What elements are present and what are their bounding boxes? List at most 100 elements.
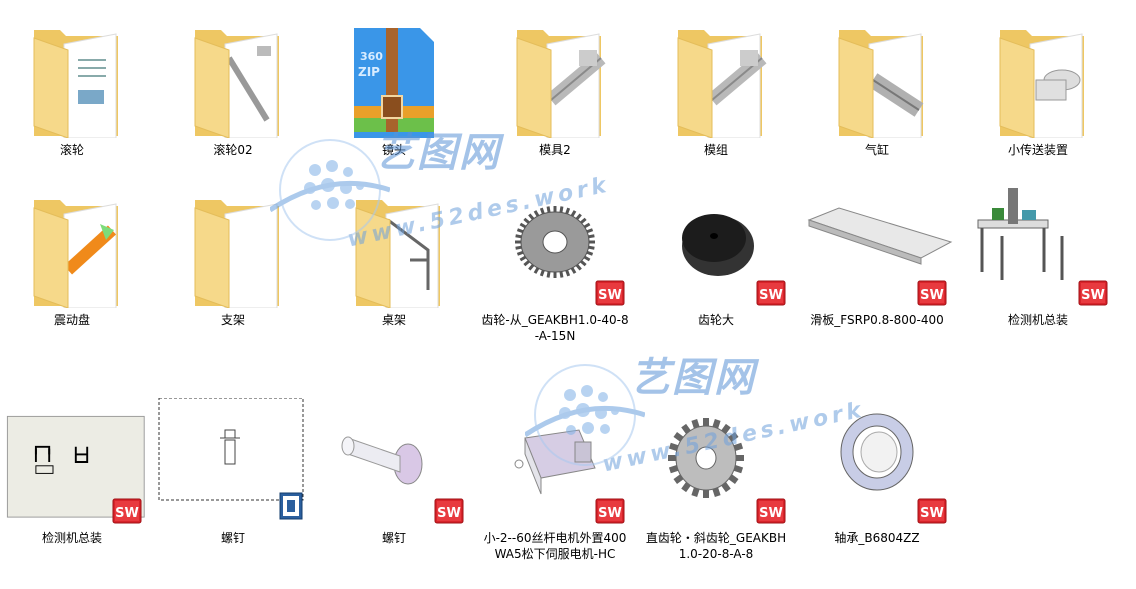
file-thumbnail[interactable] <box>318 180 470 308</box>
solidworks-icon: SW <box>434 498 464 524</box>
folder-icon <box>516 30 606 138</box>
solidworks-icon: SW <box>917 280 947 306</box>
file-thumbnail[interactable]: SW <box>479 398 631 526</box>
solidworks-icon: SW <box>595 498 625 524</box>
svg-text:SW: SW <box>920 288 944 303</box>
file-name: 震动盘 <box>53 313 90 327</box>
folder-icon <box>33 30 118 138</box>
gear-part-icon <box>682 214 754 276</box>
drawing-file-icon <box>279 492 303 520</box>
file-thumbnail[interactable] <box>0 180 148 308</box>
file-thumbnail[interactable] <box>157 180 309 308</box>
file-item[interactable]: 螺钉 <box>157 398 309 570</box>
file-thumbnail[interactable]: SW <box>318 398 470 526</box>
file-name: 齿轮大 <box>697 313 734 327</box>
drawing-preview-icon <box>158 398 304 501</box>
solidworks-icon: SW <box>1078 280 1108 306</box>
solidworks-icon: SW <box>756 498 786 524</box>
file-item[interactable]: SW 螺钉 <box>318 398 470 570</box>
file-name: 气缸 <box>864 143 889 157</box>
file-thumbnail[interactable] <box>157 10 309 138</box>
svg-text:SW: SW <box>759 288 783 303</box>
file-name: 小传送装置 <box>1007 143 1068 157</box>
svg-text:SW: SW <box>598 506 622 521</box>
file-name: 直齿轮・斜齿轮_GEAKBH1.0-20-8-A-8 <box>645 531 787 561</box>
folder-icon <box>355 200 440 308</box>
file-thumbnail[interactable] <box>479 10 631 138</box>
file-item[interactable]: SW 齿轮大 <box>640 180 792 352</box>
file-name: 模组 <box>703 143 728 157</box>
machine-assembly-icon <box>977 188 1064 280</box>
file-item[interactable]: 支架 <box>157 180 309 352</box>
folder-icon <box>194 30 279 138</box>
file-thumbnail[interactable]: SW <box>640 398 792 526</box>
svg-text:360: 360 <box>360 50 383 63</box>
file-item[interactable]: 震动盘 <box>0 180 148 352</box>
folder-icon <box>33 200 118 308</box>
file-name: 镜头 <box>381 143 406 157</box>
file-item[interactable]: 气缸 <box>801 10 953 182</box>
file-name: 滚轮 <box>59 143 84 157</box>
solidworks-icon: SW <box>756 280 786 306</box>
file-thumbnail[interactable]: SW <box>801 180 953 308</box>
file-thumbnail[interactable]: SW <box>640 180 792 308</box>
file-item[interactable]: 滚轮02 <box>157 10 309 182</box>
file-name: 滑板_FSRP0.8-800-400 <box>810 313 944 327</box>
file-item[interactable]: 桌架 <box>318 180 470 352</box>
screw-part-icon <box>341 436 423 485</box>
file-name: 轴承_B6804ZZ <box>834 531 920 545</box>
file-item[interactable]: SW 滑板_FSRP0.8-800-400 <box>801 180 953 352</box>
file-item[interactable]: 小传送装置 <box>962 10 1114 182</box>
svg-text:SW: SW <box>115 506 139 521</box>
file-item[interactable]: 滚轮 <box>0 10 148 182</box>
file-thumbnail[interactable]: SW <box>801 398 953 526</box>
file-name: 模具2 <box>539 143 571 157</box>
solidworks-icon: SW <box>917 498 947 524</box>
file-thumbnail[interactable]: SW <box>479 180 631 308</box>
svg-text:SW: SW <box>598 288 622 303</box>
file-thumbnail[interactable]: SW <box>0 398 148 526</box>
file-item[interactable]: 模组 <box>640 10 792 182</box>
svg-text:SW: SW <box>920 506 944 521</box>
file-name: 检测机总装 <box>41 531 102 545</box>
bearing-part-icon <box>840 413 914 491</box>
file-name: 桌架 <box>381 313 406 327</box>
folder-icon <box>999 30 1084 138</box>
file-name: 检测机总装 <box>1007 313 1068 327</box>
file-item[interactable]: 模具2 <box>479 10 631 182</box>
solidworks-icon: SW <box>112 498 142 524</box>
folder-icon <box>194 200 279 308</box>
file-name: 滚轮02 <box>213 143 253 157</box>
file-name: 螺钉 <box>220 531 245 545</box>
solidworks-icon: SW <box>595 280 625 306</box>
folder-icon <box>838 30 924 138</box>
plate-part-icon <box>807 207 953 265</box>
file-name: 支架 <box>220 313 245 327</box>
file-name: 齿轮-从_GEAKBH1.0-40-8-A-15N <box>481 313 629 343</box>
file-thumbnail[interactable] <box>962 10 1114 138</box>
file-item[interactable]: SW 检测机总装 <box>962 180 1114 352</box>
svg-text:ZIP: ZIP <box>358 65 380 79</box>
gear-part-icon <box>668 418 744 498</box>
file-name: 螺钉 <box>381 531 406 545</box>
svg-text:SW: SW <box>1081 288 1105 303</box>
file-thumbnail[interactable] <box>0 10 148 138</box>
file-thumbnail[interactable] <box>640 10 792 138</box>
file-name: 小-2--60丝杆电机外置400WA5松下伺服电机-HC <box>483 531 627 561</box>
gear-part-icon <box>515 206 595 278</box>
file-item[interactable]: SW 小-2--60丝杆电机外置400WA5松下伺服电机-HC <box>479 398 631 570</box>
file-thumbnail[interactable] <box>157 398 309 526</box>
file-item[interactable]: SW 直齿轮・斜齿轮_GEAKBH1.0-20-8-A-8 <box>640 398 792 570</box>
svg-text:SW: SW <box>437 506 461 521</box>
file-item[interactable]: SW 检测机总装 <box>0 398 148 570</box>
svg-text:SW: SW <box>759 506 783 521</box>
file-thumbnail[interactable] <box>801 10 953 138</box>
file-item[interactable]: SW 齿轮-从_GEAKBH1.0-40-8-A-15N <box>479 180 631 352</box>
folder-icon <box>677 30 767 138</box>
file-thumbnail[interactable]: SW <box>962 180 1114 308</box>
